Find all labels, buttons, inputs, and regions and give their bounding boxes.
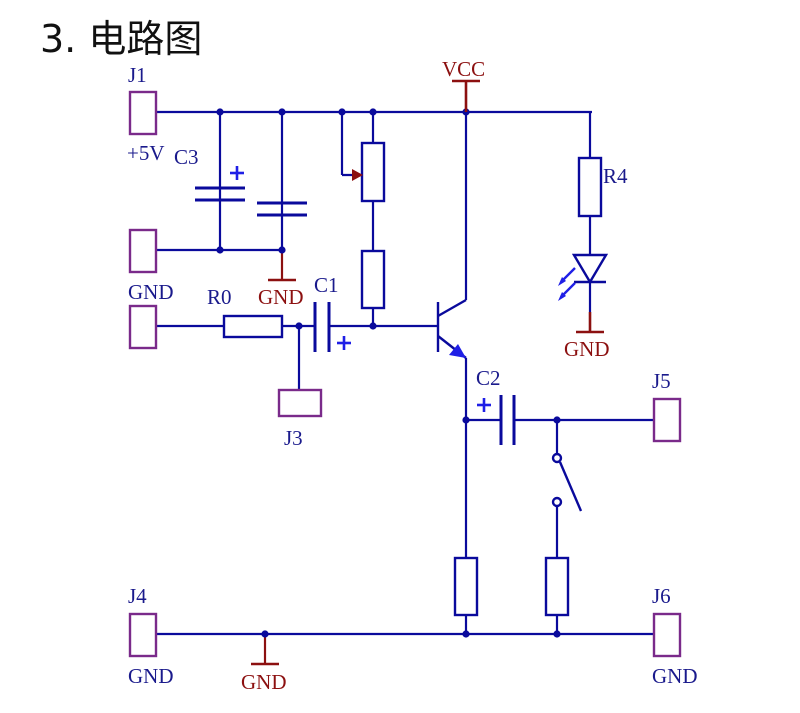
label-gnd-led: GND — [564, 337, 610, 361]
junction-dot — [553, 416, 561, 424]
junction-dot — [278, 108, 286, 116]
label-gnd-c3: GND — [258, 285, 304, 309]
resistor-bias-lower — [360, 249, 386, 310]
connector-r0-input — [128, 304, 158, 350]
polarity-marks — [230, 166, 491, 412]
potentiometer — [360, 141, 386, 203]
label-j3: J3 — [284, 426, 303, 450]
connector-j3 — [277, 388, 323, 418]
label-gnd-j4: GND — [128, 664, 174, 688]
label-r0: R0 — [207, 285, 232, 309]
led — [558, 253, 609, 301]
power-symbols — [251, 79, 604, 666]
transistor-emitter-arrow — [449, 344, 466, 358]
resistor-switch — [544, 556, 570, 617]
junction-dot — [216, 246, 224, 254]
page-title: 3. 电路图 — [40, 17, 203, 61]
label-j5: J5 — [652, 369, 671, 393]
resistors — [222, 141, 603, 617]
resistor-emitter — [453, 556, 479, 617]
connector-j1 — [128, 90, 158, 136]
label-vcc: VCC — [442, 57, 485, 81]
led-light-ray-head — [558, 292, 566, 301]
label-c3: C3 — [174, 145, 199, 169]
connector-j5 — [652, 397, 682, 443]
switch-lever — [558, 461, 583, 512]
junction-dot — [462, 630, 470, 638]
connector-gnd-j1 — [128, 228, 158, 274]
transistor — [436, 298, 467, 359]
switch-contact — [551, 452, 563, 464]
transistor-collector-leg — [437, 298, 467, 318]
label-gnd-mid: GND — [241, 670, 287, 694]
potentiometer-wiper-arrow — [352, 169, 363, 181]
connectors — [128, 90, 682, 658]
junction-dot — [369, 322, 377, 330]
label-c1: C1 — [314, 273, 339, 297]
label-c2: C2 — [476, 366, 501, 390]
junction-dot — [295, 322, 303, 330]
label-j1: J1 — [128, 63, 147, 87]
label-gnd-j1: GND — [128, 280, 174, 304]
junction-dot — [369, 108, 377, 116]
resistor-r4 — [577, 156, 603, 218]
switch-contact — [551, 496, 563, 508]
junction-dot — [338, 108, 346, 116]
junction-dots — [216, 108, 561, 638]
led-triangle — [571, 253, 609, 285]
label-gnd-j6: GND — [652, 664, 698, 688]
connector-j6 — [652, 612, 682, 658]
junction-dot — [216, 108, 224, 116]
label-j4: J4 — [128, 584, 147, 608]
resistor-r0 — [222, 314, 284, 339]
label-j6: J6 — [652, 584, 671, 608]
capacitors — [195, 186, 516, 445]
connector-j4 — [128, 612, 158, 658]
switch — [551, 452, 583, 512]
led-light-ray-head — [558, 277, 566, 286]
junction-dot — [278, 246, 286, 254]
label-r4: R4 — [603, 164, 628, 188]
junction-dot — [261, 630, 269, 638]
label-plus-5v: +5V — [127, 141, 165, 165]
junction-dot — [462, 416, 470, 424]
junction-dot — [553, 630, 561, 638]
labels: VCC J1 +5V C3 R4 GND R0 GND C1 GND J3 C2… — [127, 57, 698, 694]
